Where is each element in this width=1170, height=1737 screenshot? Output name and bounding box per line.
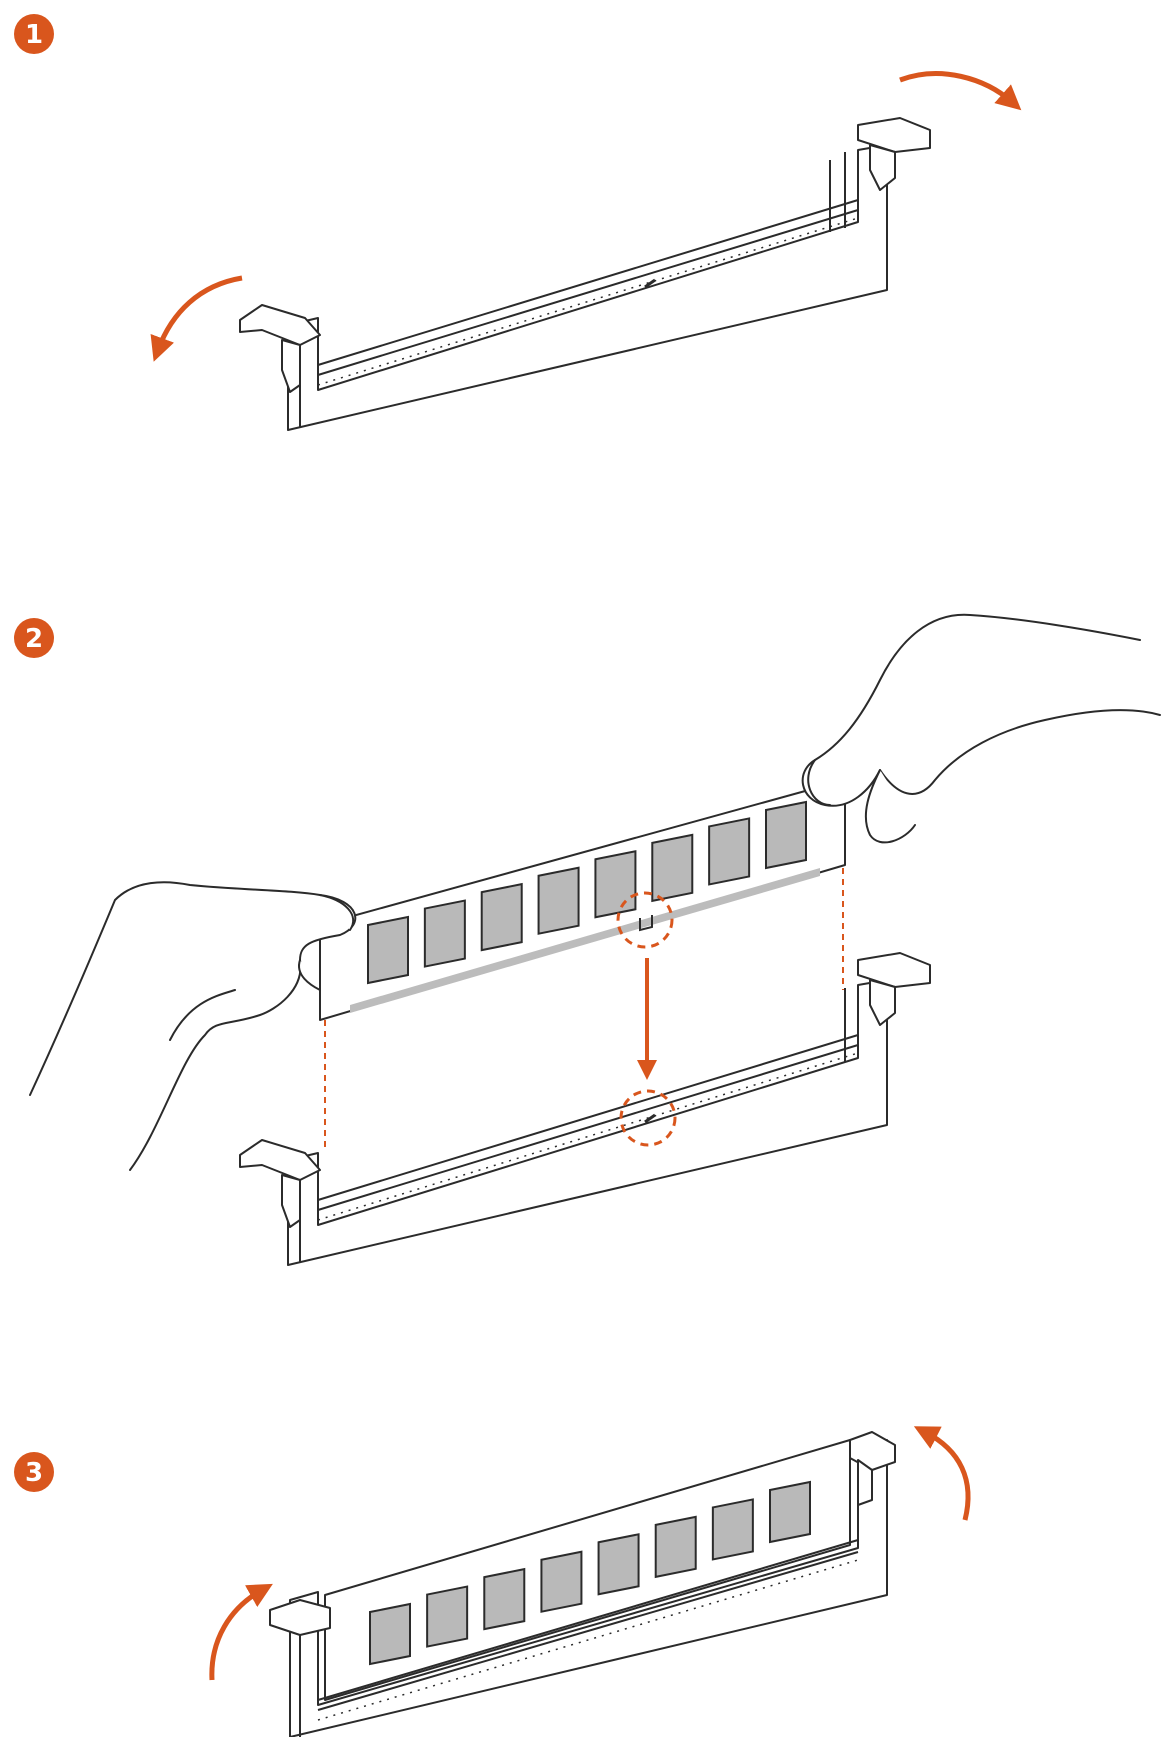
memory-chip [483,1567,526,1631]
svg-text:2: 2 [25,624,43,654]
step-3-badge: 3 [14,1452,54,1492]
memory-chip [594,850,637,919]
notch-highlight-circle-icon [616,891,674,949]
step-1: 1 [14,14,1022,431]
svg-text:1: 1 [25,20,43,50]
clip-right-closing-icon [849,1431,896,1506]
hand-right-icon [801,613,1161,844]
memory-module [319,779,846,1021]
clip-right-open-icon [857,952,931,1026]
clip-open-arrow-right-icon [899,71,1022,111]
memory-chip [537,866,580,935]
memory-module [324,1439,851,1701]
key-highlight-circle-icon [619,1089,677,1147]
memory-chip [765,800,807,870]
memory-chip [711,1498,754,1561]
step-1-badge: 1 [14,14,54,54]
memory-chip [651,833,694,903]
clip-left-closing-icon [269,1599,331,1636]
step-2-badge: 2 [14,618,54,658]
module-chips [369,1480,811,1666]
clip-left-open-icon [239,304,321,393]
memory-chip [367,915,409,985]
clip-open-arrow-left-icon [150,275,243,362]
memory-slot [287,144,888,431]
step-2: 2 [14,613,1161,1266]
memory-chip [540,1550,583,1613]
memory-chip [480,882,523,952]
hand-left-icon [29,881,357,1171]
clip-close-arrow-right-icon [913,1426,971,1521]
step-3: 3 [14,1426,971,1737]
memory-slot [287,979,888,1266]
module-chips [367,800,807,985]
memory-chip [369,1602,411,1666]
memory-chip [423,899,466,968]
alignment-guides [324,868,844,1150]
svg-text:3: 3 [25,1458,43,1488]
clip-left-open-icon [239,1139,321,1228]
memory-chip [654,1515,697,1579]
clip-right-open-icon [857,117,931,191]
memory-chip [426,1585,469,1648]
memory-chip [708,817,751,886]
memory-chip [597,1533,640,1596]
clip-close-arrow-left-icon [209,1583,273,1681]
memory-chip [769,1480,811,1544]
